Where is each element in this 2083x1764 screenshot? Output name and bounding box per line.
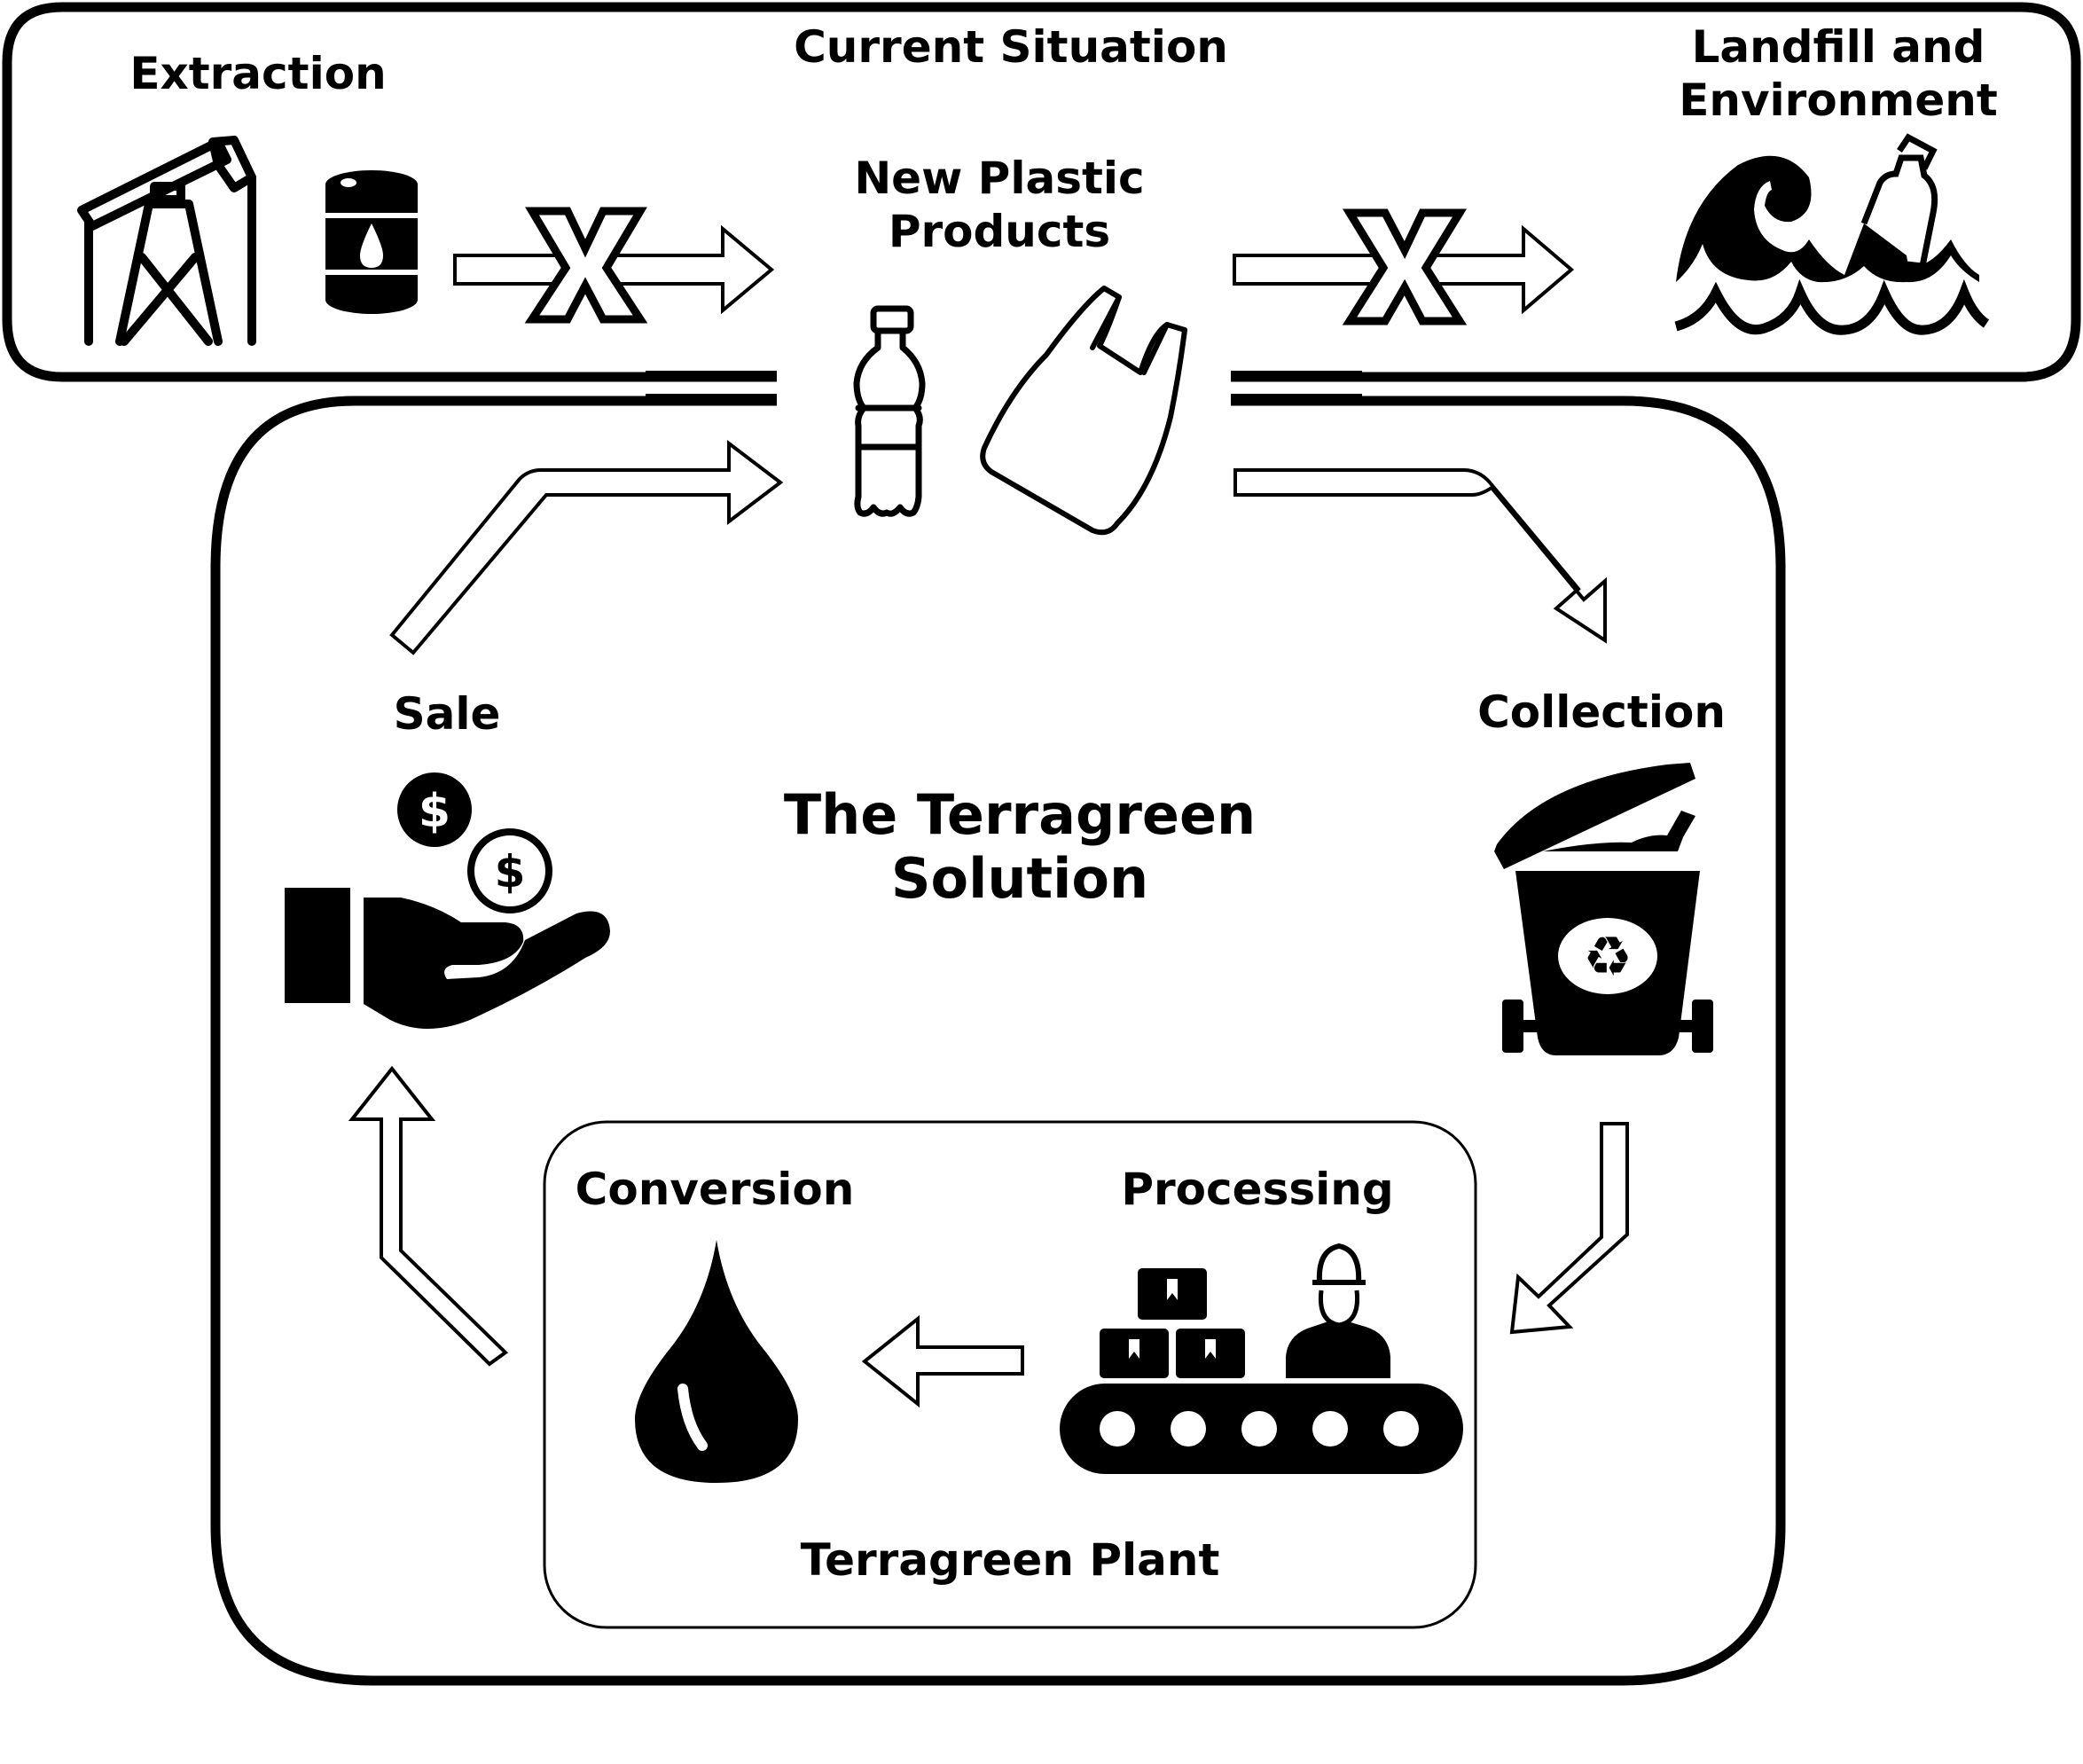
conversion-label: Conversion [576, 1164, 855, 1215]
arrow-right [453, 224, 775, 315]
solution-title-line2: Solution [891, 846, 1148, 911]
processing-label: Processing [1121, 1164, 1393, 1215]
landfill-label-line2: Environment [1679, 74, 1998, 126]
hand-with-coins-icon: $ $ [285, 772, 610, 1029]
arrow-collection-to-processing [1509, 1122, 1629, 1335]
svg-text:$: $ [419, 785, 450, 838]
solution-title-line1: The Terragreen [784, 782, 1256, 847]
new-plastic-products-label-line1: New Plastic [854, 153, 1144, 204]
oil-drop-icon [635, 1240, 798, 1483]
arrow-processing-to-conversion [861, 1314, 1024, 1408]
conveyor-worker-icon [1060, 1243, 1463, 1474]
blocked-x-icon [1342, 208, 1468, 325]
oil-barrel-icon [325, 170, 418, 314]
sale-label: Sale [394, 688, 501, 740]
coin-icon [467, 828, 552, 913]
oil-pump-jack-icon [77, 136, 256, 346]
arrow-products-to-collection [1233, 468, 1607, 644]
arrow-sale-to-products [389, 439, 784, 655]
recycling-bin-icon: ♻ [1494, 763, 1713, 1055]
svg-text:$: $ [495, 846, 526, 898]
collection-label: Collection [1477, 686, 1726, 738]
wave-with-bottle-icon [1674, 133, 1990, 335]
plastic-bottle-icon [853, 305, 926, 517]
terragreen-plant-label: Terragreen Plant [801, 1534, 1220, 1586]
new-plastic-products-label-line2: Products [889, 206, 1110, 257]
current-situation-title: Current Situation [794, 21, 1228, 73]
landfill-label-line1: Landfill and [1692, 21, 1985, 73]
terragreen-plant-panel [543, 1120, 1477, 1629]
connector-lines [646, 371, 1362, 403]
coin-icon [397, 772, 472, 847]
blocked-arrow-extraction-to-products [453, 207, 775, 324]
arrow-conversion-to-sale [348, 1065, 509, 1367]
blocked-x-icon [524, 207, 648, 324]
plastic-bag-icon [980, 286, 1187, 536]
solution-panel [210, 396, 1786, 1686]
blocked-arrow-products-to-landfill [1233, 208, 1575, 325]
recycle-icon: ♻ [1583, 924, 1633, 989]
extraction-label: Extraction [129, 48, 386, 99]
current-situation-panel [2, 2, 2081, 382]
